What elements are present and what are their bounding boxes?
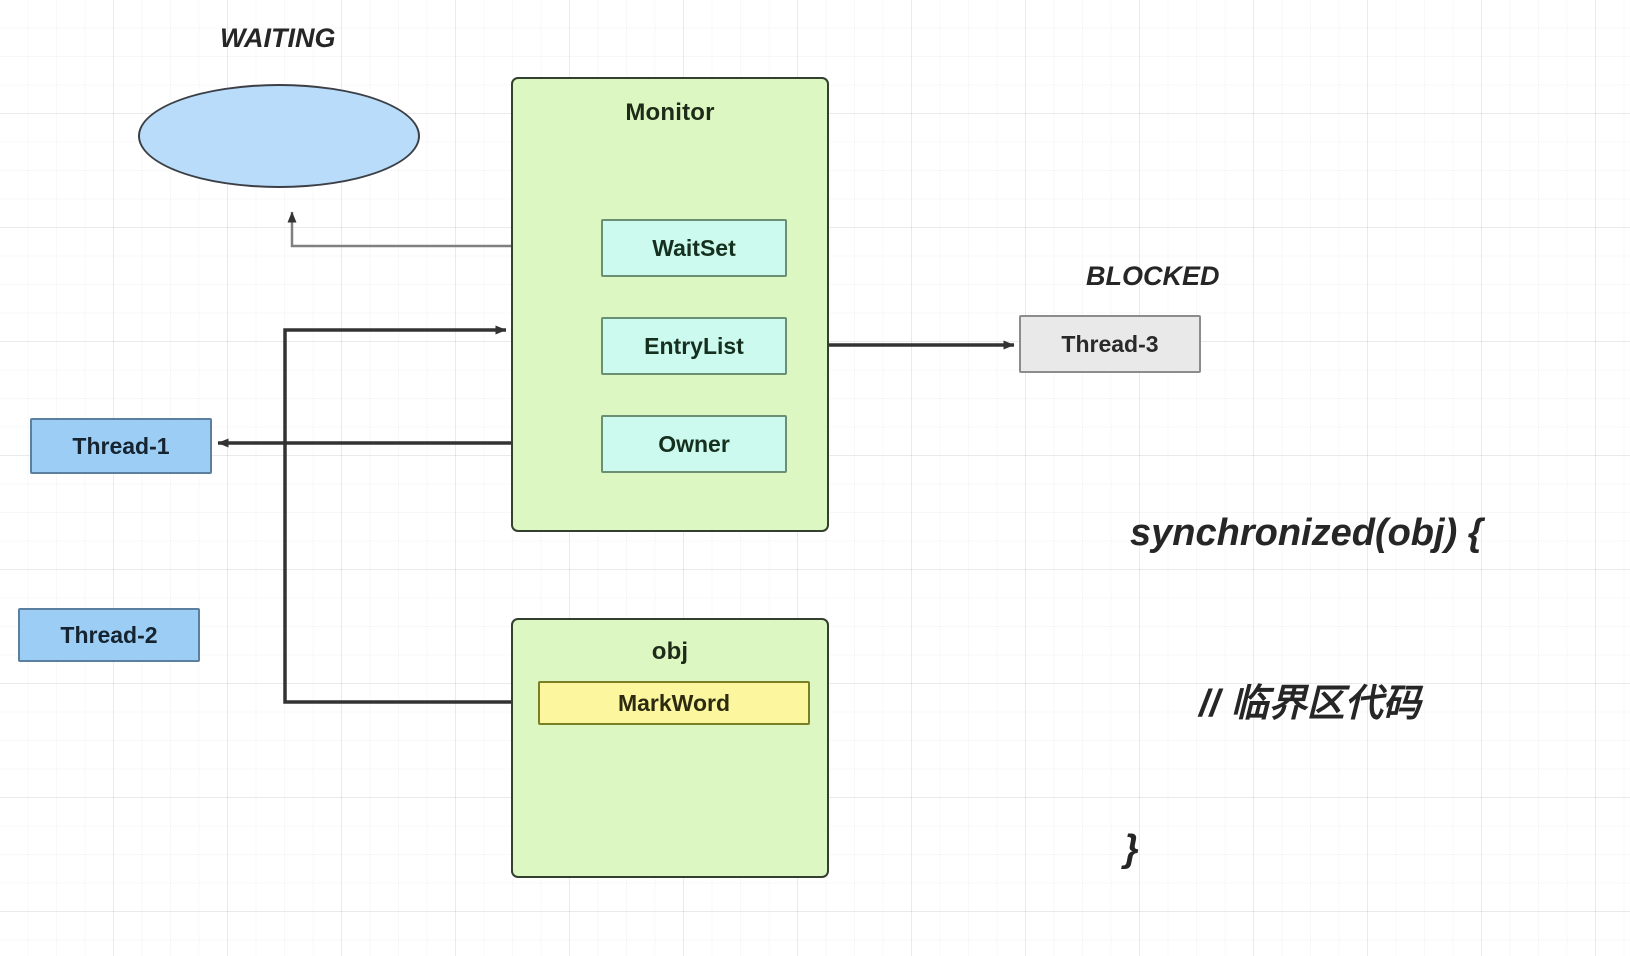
monitor-field-waitset-label: WaitSet xyxy=(652,234,736,261)
monitor-field-entrylist-label: EntryList xyxy=(644,332,744,359)
obj-field-markword[interactable]: MarkWord xyxy=(538,681,810,725)
thread-1-box[interactable]: Thread-1 xyxy=(30,418,212,474)
monitor-title: Monitor xyxy=(625,99,715,126)
code-line-comment: // 临界区代码 xyxy=(1199,683,1421,725)
monitor-field-entrylist[interactable]: EntryList xyxy=(601,317,787,375)
thread-2-box[interactable]: Thread-2 xyxy=(18,608,200,662)
obj-box[interactable]: obj xyxy=(511,618,829,878)
obj-field-markword-label: MarkWord xyxy=(617,689,731,716)
obj-title: obj xyxy=(651,638,689,665)
code-line-synchronized: synchronized(obj) { xyxy=(1130,512,1483,554)
thread-3-box[interactable]: Thread-3 xyxy=(1019,315,1201,373)
monitor-field-waitset[interactable]: WaitSet xyxy=(601,219,787,277)
monitor-field-owner-label: Owner xyxy=(658,430,730,457)
thread-3-label: Thread-3 xyxy=(1061,330,1159,357)
state-label-blocked: BLOCKED xyxy=(1086,261,1220,291)
code-line-closing-brace: } xyxy=(1124,828,1139,870)
thread-1-label: Thread-1 xyxy=(72,432,170,459)
monitor-field-owner[interactable]: Owner xyxy=(601,415,787,473)
thread-2-label: Thread-2 xyxy=(60,621,158,648)
edge-markword-to-entrylist xyxy=(283,325,540,704)
state-label-waiting: WAITING xyxy=(220,23,336,53)
waiting-ellipse[interactable] xyxy=(138,84,420,188)
